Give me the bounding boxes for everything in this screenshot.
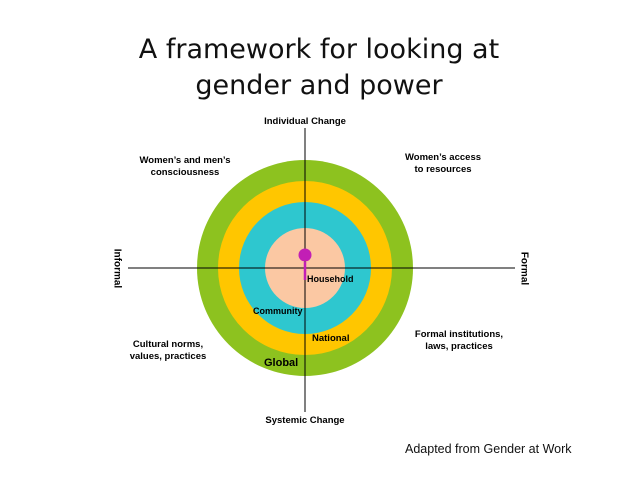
quadrant-top-right-line-2: to resources xyxy=(414,164,472,175)
axis-label-right: Formal xyxy=(518,251,530,286)
quadrant-top-left-line-1: Women’s and men’s xyxy=(139,155,231,166)
title-line-2: gender and power xyxy=(195,70,443,101)
quadrant-top-right-line-1: Women’s access xyxy=(404,152,482,163)
quadrant-bottom-right: Formal institutions, laws, practices xyxy=(396,329,522,353)
title-line-1: A framework for looking at xyxy=(138,34,500,65)
quadrant-bottom-right-line-2: laws, practices xyxy=(425,341,493,352)
source-credit: Adapted from Gender at Work xyxy=(405,442,572,456)
quadrant-top-left: Women’s and men’s consciousness xyxy=(120,155,250,179)
axis-label-left: Informal xyxy=(111,248,123,289)
ring-label-global: Global xyxy=(264,357,299,369)
quadrant-bottom-right-line-1: Formal institutions, xyxy=(414,329,504,340)
page-title: A framework for looking at gender and po… xyxy=(0,32,638,104)
quadrant-bottom-left-line-2: values, practices xyxy=(129,351,207,362)
quadrant-top-right: Women’s access to resources xyxy=(383,152,503,176)
person-marker-head xyxy=(298,248,312,262)
quadrant-bottom-left-line-1: Cultural norms, xyxy=(132,339,204,350)
ring-label-household: Household xyxy=(307,274,354,284)
ring-label-community: Community xyxy=(253,306,303,316)
quadrant-bottom-left: Cultural norms, values, practices xyxy=(112,339,224,363)
axis-label-bottom: Systemic Change xyxy=(265,415,345,426)
quadrant-top-left-line-2: consciousness xyxy=(150,167,220,178)
ring-label-national: National xyxy=(312,333,350,344)
axis-label-top: Individual Change xyxy=(264,116,346,127)
